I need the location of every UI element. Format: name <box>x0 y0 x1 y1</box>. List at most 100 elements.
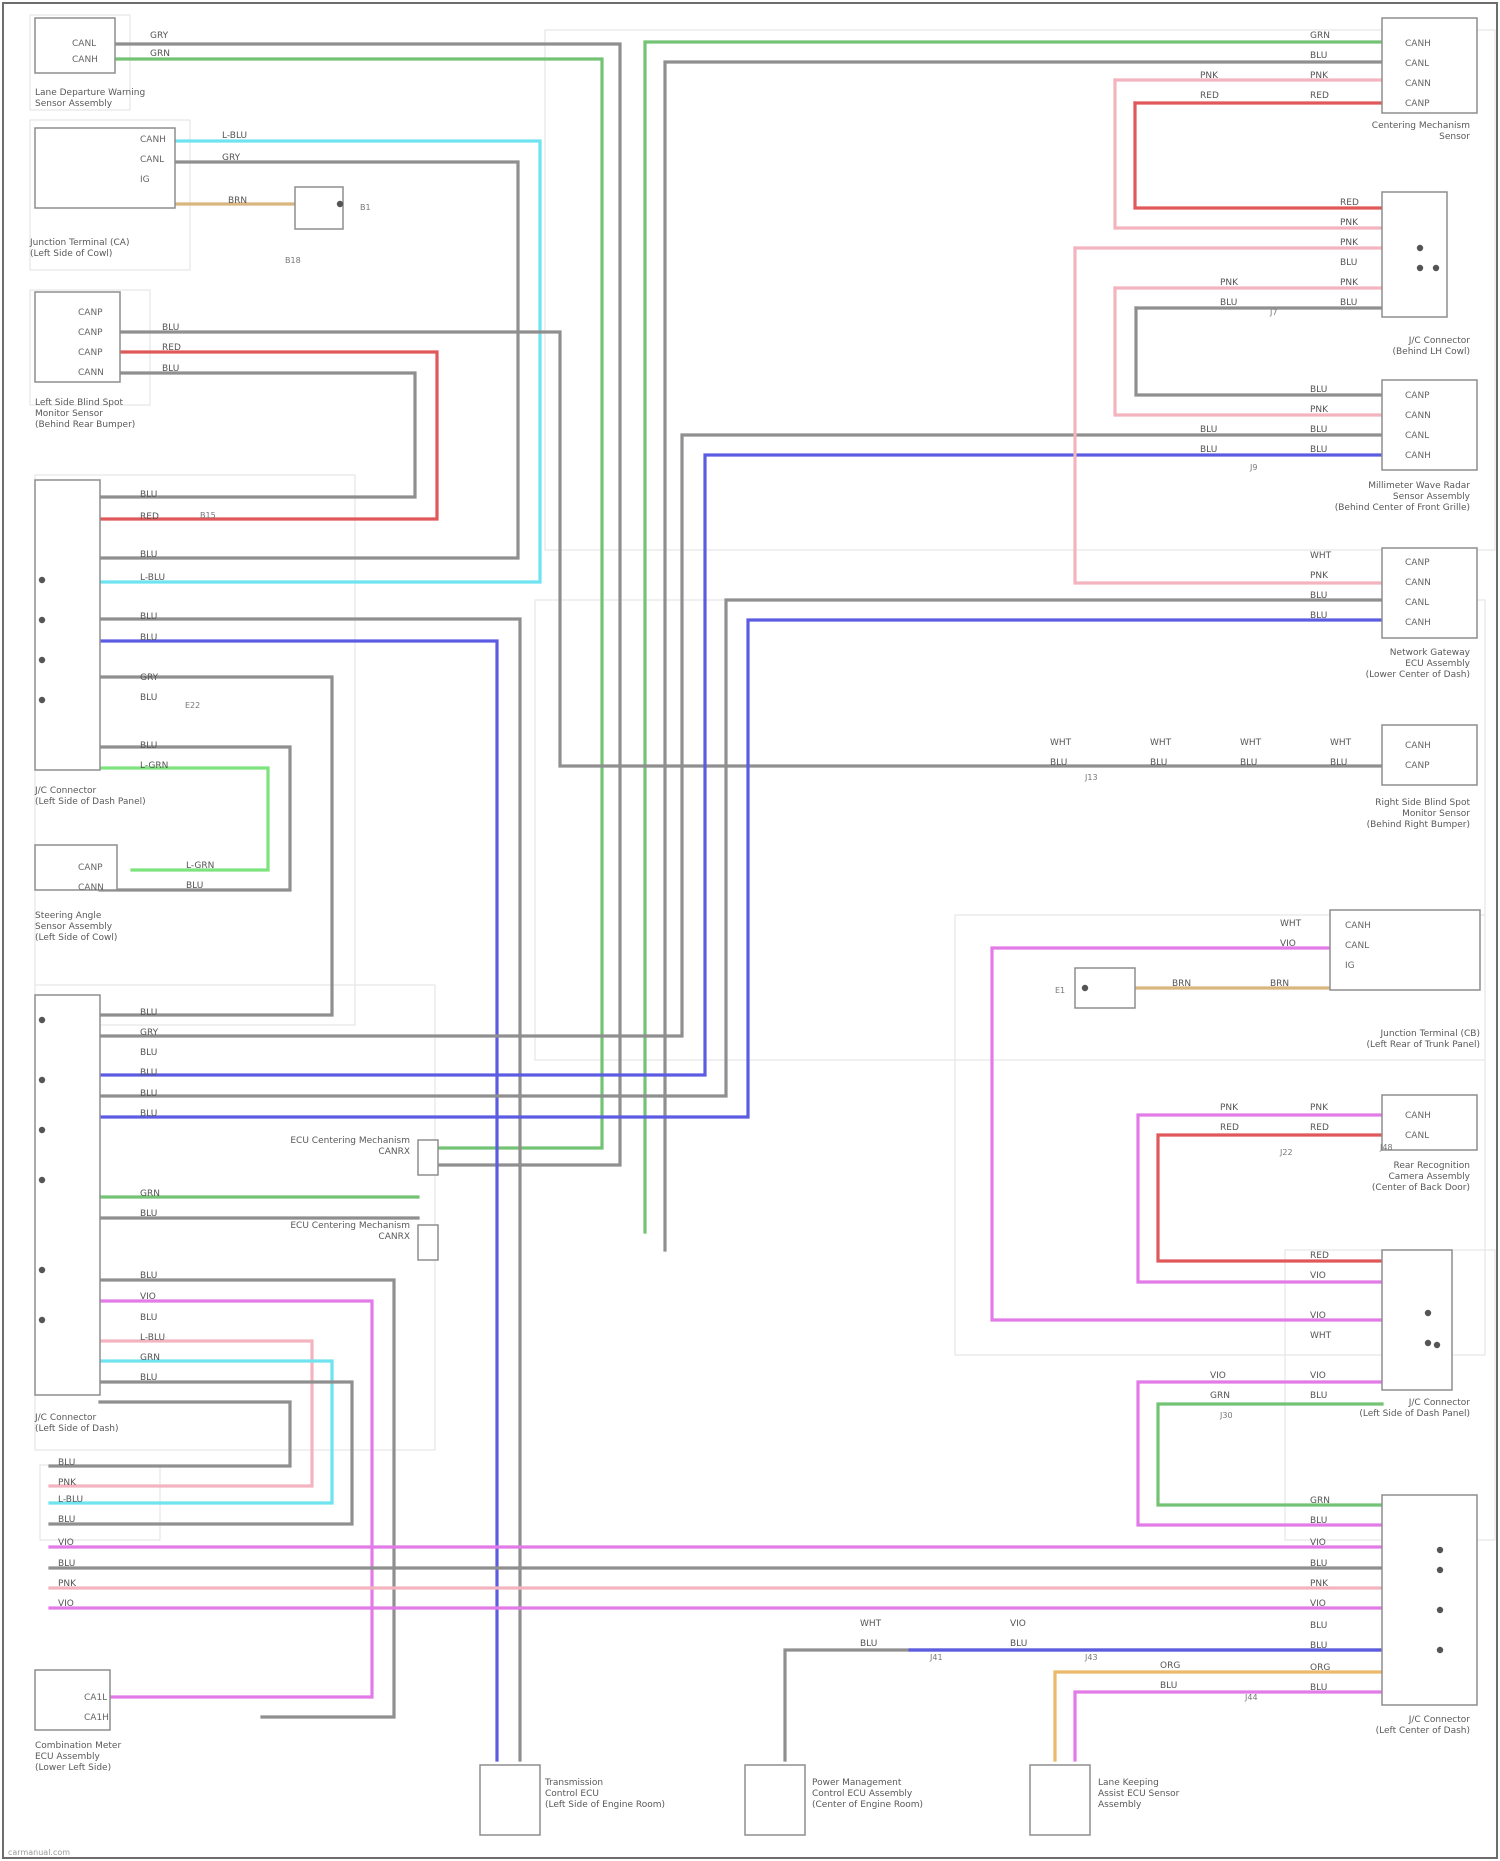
junction-dot <box>1417 245 1423 251</box>
pin-label: CANN <box>1405 79 1431 89</box>
wire-color-label: BLU <box>58 1559 75 1569</box>
component-label: (Left Side of Dash) <box>35 1424 119 1434</box>
component-label: Sensor Assembly <box>1393 492 1471 502</box>
ecu-annotation: ECU Centering Mechanism <box>290 1221 410 1231</box>
component-label: Monitor Sensor <box>35 409 103 419</box>
wire-color-label: BLU <box>1240 758 1257 768</box>
junction-dot <box>1433 265 1439 271</box>
wire-color-label: BLU <box>1150 758 1167 768</box>
wire-color-label: WHT <box>1050 738 1072 748</box>
junction-dot <box>39 577 45 583</box>
pin-label: CANP <box>1405 761 1430 771</box>
component-label: (Lower Center of Dash) <box>1366 670 1470 680</box>
wire-color-label: BLU <box>1310 1621 1327 1631</box>
component-label: (Center of Engine Room) <box>812 1800 923 1810</box>
label-layer: CANLCANHCANHCANLIGCANPCANPCANPCANNCANPCA… <box>29 31 1480 1810</box>
pin-label: CANH <box>1405 451 1431 461</box>
wire-color-label: VIO <box>1310 1371 1326 1381</box>
wire-color-label: BLU <box>162 364 179 374</box>
wire-color-label: PNK <box>1200 71 1219 81</box>
wire-gry <box>785 1650 1382 1760</box>
wire-color-label: PNK <box>1340 278 1359 288</box>
wire-color-label: PNK <box>1310 571 1329 581</box>
pin-label: CANP <box>78 348 103 358</box>
wire-color-label: PNK <box>1340 218 1359 228</box>
junction-dot <box>39 1267 45 1273</box>
junction-dot <box>1437 1647 1443 1653</box>
component-label: Sensor <box>1439 132 1470 142</box>
wire-color-label: BLU <box>140 1313 157 1323</box>
wire-color-label: PNK <box>58 1478 77 1488</box>
splice-id-label: B18 <box>285 256 301 265</box>
junction-dot <box>39 1127 45 1133</box>
wire-color-label: BLU <box>1310 1641 1327 1651</box>
pin-label: CANL <box>1405 59 1429 69</box>
wire-color-label: RED <box>1220 1123 1239 1133</box>
wire-color-label: RED <box>162 343 181 353</box>
component-label: (Center of Back Door) <box>1372 1183 1470 1193</box>
wire-color-label: BLU <box>1310 1559 1327 1569</box>
wire-org <box>1055 1672 1382 1760</box>
pin-label: CANP <box>1405 391 1430 401</box>
ecu-centering-a-box <box>418 1140 438 1175</box>
wire-color-label: PNK <box>1220 278 1239 288</box>
component-label: Control ECU Assembly <box>812 1789 913 1799</box>
component-label: Sensor Assembly <box>35 922 113 932</box>
ecu-annotation: CANRX <box>378 1232 410 1242</box>
pin-label: CANP <box>78 308 103 318</box>
wire-color-label: GRY <box>140 673 159 683</box>
component-label: J/C Connector <box>34 1413 97 1423</box>
component-label: Centering Mechanism <box>1372 121 1470 131</box>
wire-color-label: BLU <box>140 1089 157 1099</box>
wire-blu <box>100 641 497 1760</box>
wire-color-label: ORG <box>1160 1661 1180 1671</box>
wire-color-label: BLU <box>140 490 157 500</box>
transmission-ecu-box <box>480 1765 540 1835</box>
wire-gry <box>120 332 1382 766</box>
ecu-annotation: CANRX <box>378 1147 410 1157</box>
ground-label: B1 <box>360 203 371 212</box>
wire-color-label: BRN <box>1172 979 1191 989</box>
junction-dot <box>1437 1607 1443 1613</box>
wire-color-label: GRN <box>140 1353 160 1363</box>
component-label: (Left Side of Dash Panel) <box>35 797 146 807</box>
component-label: (Left Side of Dash Panel) <box>1359 1409 1470 1419</box>
wire-color-label: L-BLU <box>222 131 247 141</box>
component-label: Transmission <box>544 1778 603 1788</box>
pin-label: CANP <box>1405 558 1430 568</box>
pin-label: CANP <box>1405 99 1430 109</box>
splice-id-label: E22 <box>185 701 200 710</box>
component-label: Rear Recognition <box>1394 1161 1470 1171</box>
jc-connector-2-box <box>35 995 100 1395</box>
wire-gry <box>665 62 1382 1250</box>
wire-color-label: L-BLU <box>58 1495 83 1505</box>
lane-keeping-assist-box <box>1030 1765 1090 1835</box>
wire-color-label: BLU <box>1200 425 1217 435</box>
wire-color-label: WHT <box>1280 919 1302 929</box>
rear-camera-box <box>1382 1095 1477 1150</box>
wire-color-label: BLU <box>140 1271 157 1281</box>
wire-color-label: BLU <box>162 323 179 333</box>
jc-connector-5-box <box>1382 1495 1477 1705</box>
component-label: ECU Assembly <box>35 1752 100 1762</box>
component-label: Lane Departure Warning <box>35 88 145 98</box>
wire-color-label: VIO <box>1010 1619 1026 1629</box>
pin-label: CANH <box>140 135 166 145</box>
ecu-centering-b-box <box>418 1225 438 1260</box>
wire-color-label: BLU <box>1310 51 1327 61</box>
wire-color-label: PNK <box>1310 71 1329 81</box>
pin-label: CANL <box>72 39 96 49</box>
wire-gry <box>100 373 415 497</box>
junction-dot <box>39 1177 45 1183</box>
wire-red <box>1135 103 1382 208</box>
component-label: Lane Keeping <box>1098 1778 1159 1788</box>
pin-label: CANH <box>1405 618 1431 628</box>
wire-vio <box>1138 1115 1382 1282</box>
component-label: (Behind Center of Front Grille) <box>1335 503 1470 513</box>
wire-color-label: BLU <box>140 1373 157 1383</box>
wire-color-label: VIO <box>58 1599 74 1609</box>
wire-color-label: PNK <box>1310 1579 1329 1589</box>
component-label: J/C Connector <box>34 786 97 796</box>
pin-label: CANN <box>78 368 104 378</box>
wire-color-label: L-GRN <box>140 761 168 771</box>
